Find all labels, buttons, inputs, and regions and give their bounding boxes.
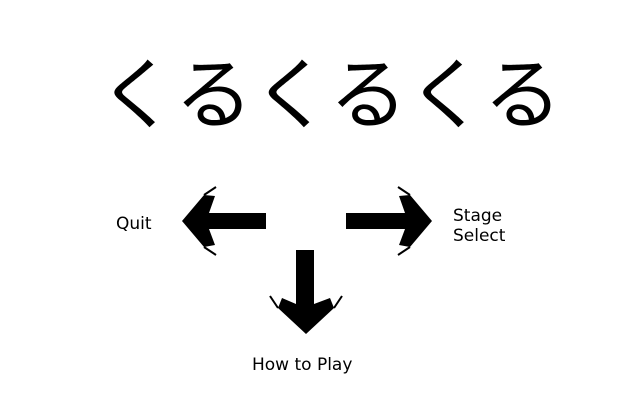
how-to-play-option-label[interactable]: How to Play: [252, 355, 352, 375]
arrow-down-icon[interactable]: [270, 248, 342, 336]
stage-select-line-2: Select: [453, 226, 505, 246]
stage-select-line-1: Stage: [453, 206, 505, 226]
game-title: くるくるくる: [0, 52, 640, 140]
arrow-right-icon[interactable]: [344, 185, 434, 255]
arrow-left-icon[interactable]: [180, 185, 270, 255]
quit-option-label[interactable]: Quit: [116, 214, 152, 234]
stage-select-option-label[interactable]: Stage Select: [453, 206, 505, 246]
